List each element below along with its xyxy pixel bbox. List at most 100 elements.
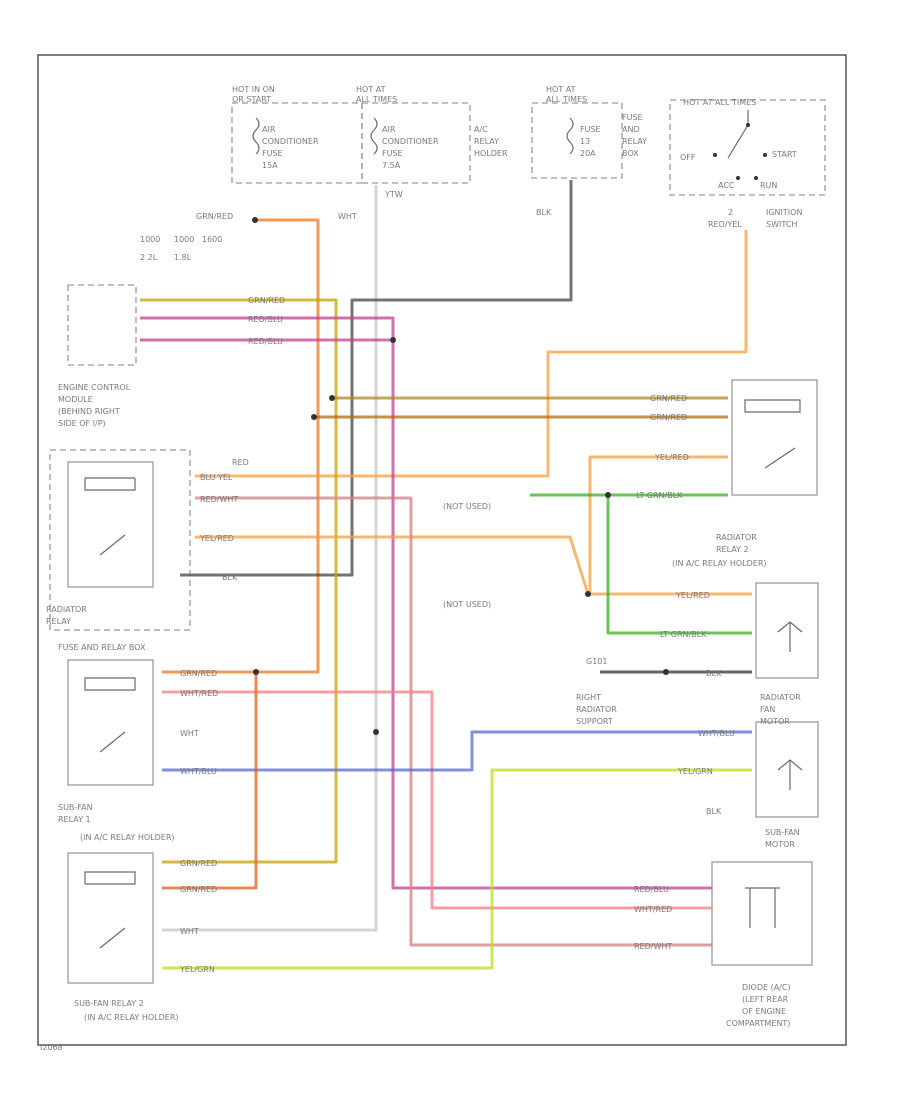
radiator-fan-relay-box xyxy=(67,461,154,588)
label-wht-red-sfm: WHT/RED xyxy=(634,905,672,914)
label-fuse-15a: FUSE xyxy=(262,149,283,158)
label-ecm-pin-3: 1000 xyxy=(174,235,194,244)
label-all-times-20a: ALL TIMES xyxy=(546,95,587,104)
label-right: RIGHT xyxy=(576,693,601,702)
label-rfm-3: MOTOR xyxy=(760,717,790,726)
wire-yel-red-relay2 xyxy=(588,455,752,596)
label-sfm-1: SUB-FAN xyxy=(765,828,800,837)
label-ecm-2: MODULE xyxy=(58,395,93,404)
labels-wires-top: GRN/RED WHT YTW BLK 1000 2 2L 1000 1.8L … xyxy=(58,190,552,428)
sub-fan-relay-2-coil xyxy=(84,871,136,885)
ignition-switch-pin-off xyxy=(713,153,717,157)
label-fuse-7-5a: FUSE xyxy=(382,149,403,158)
label-red-wht: RED/WHT xyxy=(200,495,238,504)
label-relay: RELAY xyxy=(474,137,499,146)
figure-code: I2068 xyxy=(40,1043,63,1052)
sub-fan-relay-1-coil xyxy=(84,677,136,691)
label-red-blu-ecm: RED/BLU xyxy=(248,315,283,324)
ac-fuse-7-5a-box xyxy=(361,102,471,184)
label-ecm-1: ENGINE CONTROL xyxy=(58,383,131,392)
label-ecm-4: SIDE OF I/P) xyxy=(58,419,106,428)
label-ign-hot: HOT AT ALL TIMES xyxy=(683,98,756,107)
label-hot-at-7-5a: HOT AT xyxy=(356,85,386,94)
label-rfm-2: FAN xyxy=(760,705,775,714)
label-red-blu-sfm: RED/BLU xyxy=(634,885,669,894)
splice-9 xyxy=(663,669,669,675)
ignition-switch-blade xyxy=(727,124,749,159)
label-wht-blu-sf1: WHT/BLU xyxy=(180,767,217,776)
label-conditioner-7-5a: CONDITIONER xyxy=(382,137,439,146)
label-diode-1: DIODE (A/C) xyxy=(742,983,791,992)
label-ignition: IGNITION xyxy=(766,208,802,217)
wire-grn-red-sub1 xyxy=(162,672,258,890)
ignition-switch-pin xyxy=(746,123,750,127)
diagram-frame xyxy=(37,54,847,1046)
label-wht-sf2: WHT xyxy=(180,927,199,936)
label-ign-off: OFF xyxy=(680,153,696,162)
label-blu-yel: BLU YEL xyxy=(200,473,233,482)
label-ign-acc: ACC xyxy=(718,181,735,190)
radiator-fan-relay-coil xyxy=(84,477,136,491)
label-7-5a: 7.5A xyxy=(382,161,401,170)
label-blk-rad: BLK xyxy=(222,573,238,582)
ignition-switch-pin-start xyxy=(763,153,767,157)
label-relay-fb: RELAY xyxy=(622,137,647,146)
label-g101: G101 xyxy=(586,657,607,666)
splice-8 xyxy=(373,729,379,735)
label-15a: 15A xyxy=(262,161,278,170)
label-13: 13 xyxy=(580,137,590,146)
wire-wht-15a xyxy=(162,185,378,932)
wire-yel-red-radiator xyxy=(195,535,590,595)
label-grn-red-top: GRN/RED xyxy=(196,212,233,221)
label-sf2-2: (IN A/C RELAY HOLDER) xyxy=(84,1013,179,1022)
label-radiator-2: RELAY xyxy=(46,617,71,626)
splice-2 xyxy=(329,395,335,401)
label-blk-rfm: BLK xyxy=(706,669,722,678)
diode-symbol xyxy=(745,887,780,928)
label-ign-run: RUN xyxy=(760,181,777,190)
label-sf1-3: (IN A/C RELAY HOLDER) xyxy=(80,833,175,842)
splice-4 xyxy=(390,337,396,343)
wire-red-yel-ignition xyxy=(195,230,748,478)
label-or-start: OR START xyxy=(232,95,271,104)
ignition-switch-pin-acc xyxy=(736,176,740,180)
label-yel-grn-rfm: YEL/GRN xyxy=(677,767,713,776)
radiator-fan-motor-box-a xyxy=(755,582,819,679)
label-sf2-1: SUB-FAN RELAY 2 xyxy=(74,999,144,1008)
label-not-used-1: (NOT USED) xyxy=(443,502,491,511)
label-ytw: YTW xyxy=(384,190,403,199)
label-ac: A/C xyxy=(474,125,488,134)
wire-lt-grn-blk-2 xyxy=(606,495,752,635)
radiator-fan-relay-2-box xyxy=(731,379,818,496)
fuse-symbol-15a xyxy=(252,117,260,155)
sub-fan-motor-box xyxy=(711,861,813,966)
label-grn-red-r2a: GRN/RED xyxy=(650,394,687,403)
label-lt-grn-blk-2: LT GRN/BLK xyxy=(660,630,707,639)
label-box-fb: BOX xyxy=(622,149,639,158)
ignition-switch-box xyxy=(669,99,826,196)
label-wht-sf1: WHT xyxy=(180,729,199,738)
label-hot-at-20a: HOT AT xyxy=(546,85,576,94)
label-sf1-1: SUB-FAN xyxy=(58,803,93,812)
label-pin-2: 2 xyxy=(728,208,733,217)
label-grn-red-r2b: GRN/RED xyxy=(650,413,687,422)
radiator-fan-relay-2-coil xyxy=(744,399,801,413)
label-rfm-1: RADIATOR xyxy=(760,693,801,702)
fuse-symbol-7-5a xyxy=(370,117,378,155)
label-sfm-2: MOTOR xyxy=(765,840,795,849)
wire-blk-fuse xyxy=(180,180,573,577)
radiator-fan-relay-outer xyxy=(49,449,191,631)
label-lt-grn-blk: LT GRN/BLK xyxy=(636,491,683,500)
labels-top: HOT IN ON OR START AIR CONDITIONER FUSE … xyxy=(232,85,802,229)
sub-fan-relay-1-switch xyxy=(99,731,126,753)
splice-7 xyxy=(253,669,259,675)
labels-bottom: GRN/RED WHT/RED WHT WHT/BLU SUB-FAN RELA… xyxy=(40,669,800,1052)
fuse-20a-box xyxy=(531,102,623,179)
radiator-fan-relay-2-switch xyxy=(764,447,796,469)
label-blk-top: BLK xyxy=(536,208,552,217)
label-fuse-13: FUSE xyxy=(580,125,601,134)
label-hot-in-on: HOT IN ON xyxy=(232,85,275,94)
label-yel-red-r2: YEL/RED xyxy=(654,453,689,462)
label-red-wht-sfm: RED/WHT xyxy=(634,942,672,951)
label-yel-red-rfm: YEL/RED xyxy=(675,591,710,600)
